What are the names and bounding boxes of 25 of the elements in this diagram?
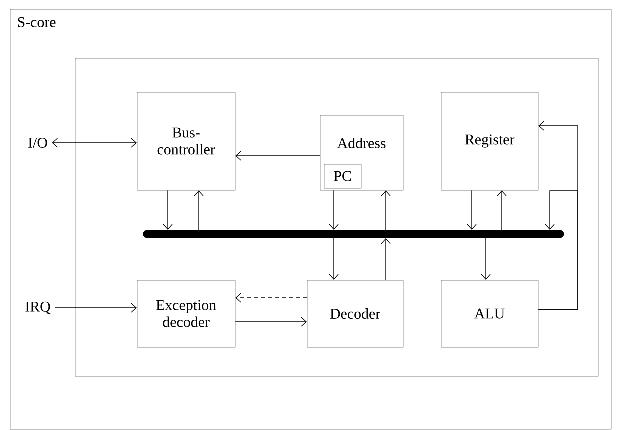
arrow [236, 293, 308, 303]
block-box: ALU [441, 280, 539, 348]
block-box: PC [324, 164, 362, 189]
arrow [467, 190, 477, 230]
arrow [381, 190, 391, 230]
arrow [329, 190, 339, 230]
arrow [52, 138, 137, 148]
block-box: Exception decoder [137, 280, 236, 348]
signal-label: IRQ [26, 302, 51, 314]
arrow [381, 238, 391, 280]
signal-label: I/O [28, 138, 48, 148]
arrow [236, 151, 320, 161]
arrow [194, 190, 204, 230]
arrow [54, 303, 137, 313]
block-box: Register [441, 92, 539, 191]
block-box: Decoder [307, 280, 404, 348]
block-box: Bus-controller [137, 92, 236, 191]
arrow [163, 190, 173, 230]
arrow [481, 238, 491, 280]
arrow [329, 238, 339, 280]
arrow [538, 190, 578, 310]
block-box [75, 58, 599, 377]
arrow [497, 190, 507, 230]
bus-bar [143, 230, 564, 238]
arrow [235, 317, 307, 327]
